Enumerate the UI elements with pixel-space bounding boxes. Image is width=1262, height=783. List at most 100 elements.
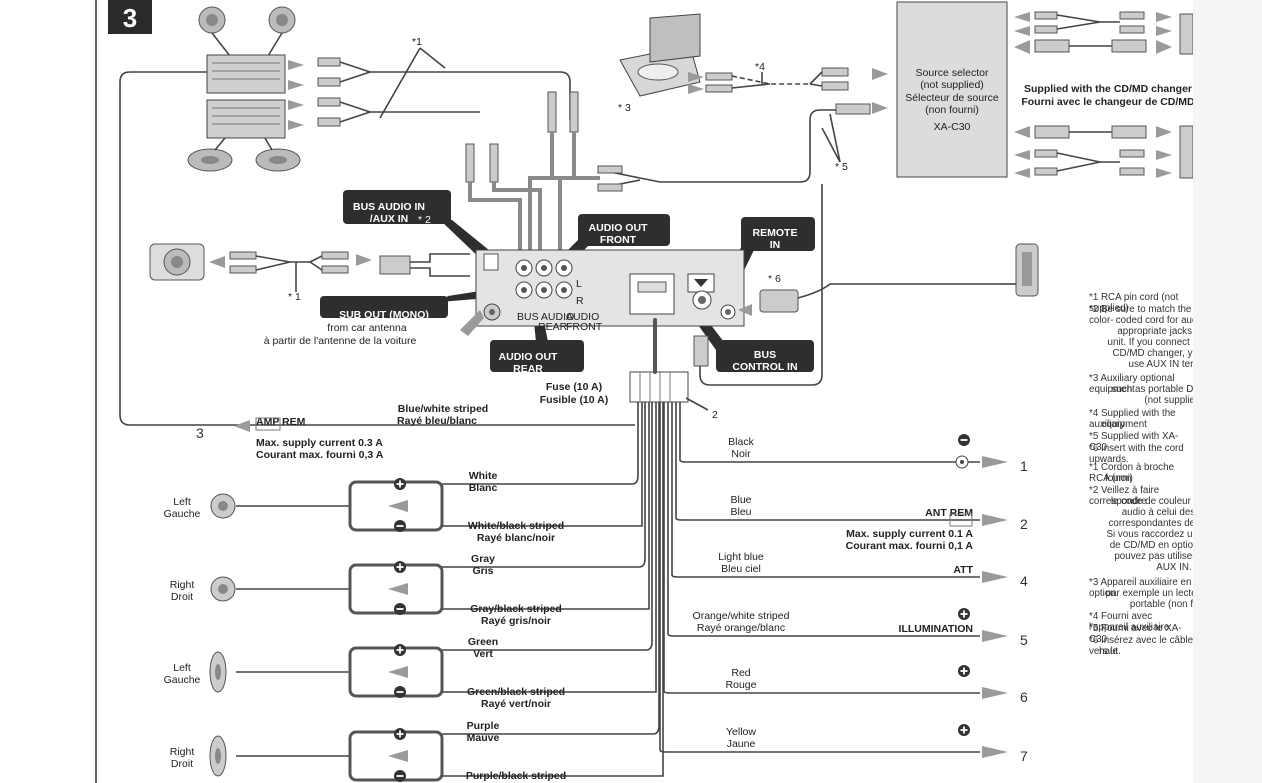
fuse-fr: Fusible (10 A) (540, 394, 608, 406)
note-en-2e: CD/MD changer, you cannot (1112, 348, 1236, 359)
changer-connectors (1014, 11, 1193, 179)
power-wire-color-fr: Noir (731, 448, 751, 460)
amp-rem-supply-fr: Courant max. fourni 0,3 A (256, 449, 384, 461)
wire-stripe-fr: Rayé gris/noir (481, 615, 551, 627)
note-fr-2e: Si vous raccordez un changeur (1106, 529, 1242, 540)
speaker-icon (209, 651, 227, 693)
note-en-3c: (not supplied) (1144, 395, 1204, 406)
connection-diagram: 3 *1 * 3 (95, 0, 1193, 783)
minus-icon (394, 603, 406, 615)
terminal-number: 7 (1020, 748, 1028, 764)
fuse-en: Fuse (10 A) (546, 381, 602, 393)
note-fr-3b: par exemple un lecteur de DVD (1105, 588, 1243, 599)
amp-rem-label: AMP REM (256, 416, 306, 428)
selector-line3: Sélecteur de source (905, 92, 999, 104)
wire-stripe-en: Purple/black striped (466, 770, 566, 782)
ref-5: * 5 (835, 161, 848, 173)
note-fr-6b: haut. (1099, 646, 1121, 657)
amp-rem-wire-fr: Rayé bleu/blanc (397, 415, 477, 427)
note-fr-4: *4 Fourni avec l'appareil auxiliaire (1089, 611, 1170, 633)
speaker-label-fr: Droit (171, 758, 193, 770)
plus-icon (394, 644, 406, 656)
ref-1-sub: * 1 (288, 291, 301, 303)
note-fr-2h: AUX IN. (1156, 562, 1192, 573)
changer-caption-en: Supplied with the CD/MD changer (1024, 83, 1192, 95)
viewer-sidebar (1193, 0, 1262, 783)
wire-stripe-en: Gray/black striped (470, 603, 562, 615)
note-en-3a: *3 Auxiliary optional equipment (1089, 373, 1175, 395)
harness-ref: 2 (712, 409, 718, 421)
speaker-icon (210, 493, 236, 519)
rca-plugs-amp (317, 57, 400, 127)
minus-icon (394, 770, 406, 782)
speaker-label-fr: Gauche (164, 674, 201, 686)
panel-sub-out-label: SUB OUT (MONO) (339, 309, 429, 321)
terminal-number: 1 (1020, 458, 1028, 474)
note-fr-2a: *2 Veillez à faire correspondre (1089, 485, 1160, 507)
supply-current-fr: Courant max. fourni 0,1 A (846, 540, 974, 552)
plus-icon (958, 608, 970, 620)
unit-overlap-3: REAR (538, 321, 568, 333)
note-fr-2f: de CD/MD en option, vous ne (1109, 540, 1239, 551)
wire-color-fr: Mauve (467, 732, 500, 744)
remote-sensor-icon (1015, 243, 1039, 297)
power-wire-color-en: Black (728, 436, 754, 448)
wire-function-label: ANT REM (925, 507, 973, 519)
portable-dvd-player-icon (619, 13, 701, 97)
source-selector-box: Source selector (not supplied) Sélecteur… (896, 1, 1008, 178)
note-fr-3a: *3 Appareil auxiliaire en option (1089, 577, 1192, 599)
minus-icon (394, 520, 406, 532)
figure-number: 3 (123, 3, 137, 33)
power-wire-color-en: Yellow (726, 726, 756, 738)
note-en-2b: coded cord for audio to the (1115, 315, 1233, 326)
wire-color-en: White (469, 470, 498, 482)
minus-icon (394, 686, 406, 698)
ref-4: *4 (755, 61, 765, 73)
plus-icon (958, 665, 970, 677)
note-en-2c: appropriate jacks from the (1117, 326, 1231, 337)
wire-color-fr: Blanc (469, 482, 498, 494)
note-fr-2g: pouvez pas utiliser la borne (1114, 551, 1234, 562)
wire-color-en: Green (468, 636, 498, 648)
selector-line2: (not supplied) (920, 79, 984, 91)
antenna-en: from car antenna (327, 322, 407, 334)
selector-line4: (non fourni) (925, 104, 979, 116)
wire-stripe-en: Green/black striped (467, 686, 565, 698)
wire-function-label: ILLUMINATION (899, 623, 973, 635)
channel-r: R (576, 295, 584, 307)
note-en-2f: use AUX IN terminal. (1128, 359, 1220, 370)
wiring-harness-connector (629, 371, 689, 403)
minus-icon (958, 434, 970, 446)
power-amplifier-icon (187, 6, 301, 172)
note-fr-3c: portable (non fourni) (1129, 599, 1219, 610)
power-wire-color-fr: Bleu ciel (721, 563, 761, 575)
wire-color-en: Gray (471, 553, 495, 565)
power-wire-color-en: Blue (730, 494, 751, 506)
unit-overlap-4: FRONT (566, 321, 603, 333)
panel-bus-audio-in-label: BUS AUDIO IN/AUX IN (353, 201, 425, 225)
power-wire-color-fr: Rouge (726, 679, 757, 691)
note-en-4b: equipment (1101, 419, 1147, 430)
note-en-6: *6 Insert with the cord upwards. (1089, 443, 1184, 465)
plus-icon (394, 728, 406, 740)
speaker-label-fr: Gauche (164, 508, 201, 520)
wire-function-label: ATT (953, 564, 973, 576)
ref-3: * 3 (618, 102, 631, 114)
note-fr-1b: fourni) (1105, 473, 1133, 484)
rca-plugs-front (465, 91, 579, 183)
speaker-label-en: Right (170, 746, 195, 758)
power-wire-color-fr: Jaune (727, 738, 756, 750)
